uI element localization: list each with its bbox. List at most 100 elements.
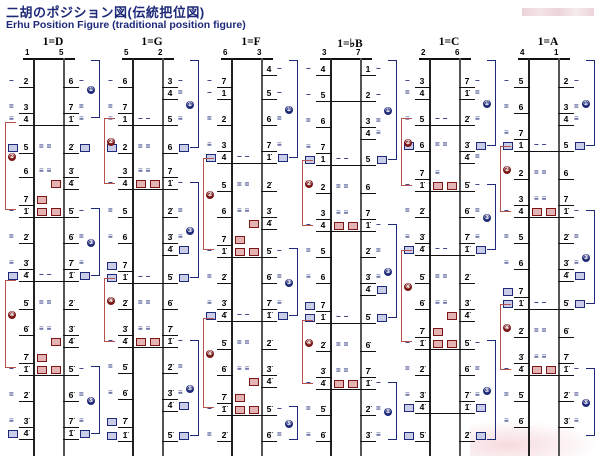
note-underline [118, 309, 134, 310]
left-note: 3̇ [221, 298, 227, 308]
left-note: 5 [419, 114, 425, 124]
finger-mark: − [376, 64, 381, 73]
right-note: 3̇ [365, 272, 371, 282]
note-underline [360, 257, 376, 258]
finger-mark: = [108, 102, 113, 111]
finger-mark: = [9, 232, 14, 241]
finger-mark: = [574, 232, 579, 241]
finger-mark: = [108, 362, 113, 371]
extension-finger-icon [235, 406, 245, 414]
left-note: 7 [122, 260, 128, 270]
finger-mark: ≡ [574, 258, 579, 267]
note-underline [415, 401, 431, 402]
right-note: 1̈ [365, 378, 371, 388]
right-note: 6 [365, 182, 371, 192]
position-line [514, 151, 574, 152]
note-underline [415, 441, 431, 442]
note-underline [514, 401, 530, 402]
right-note: 5̇ [68, 206, 74, 216]
finger-mark: ≡ [574, 114, 579, 123]
right-note: 2̈ [464, 430, 470, 440]
note-underline [316, 127, 332, 128]
extension-finger-icon [334, 380, 344, 388]
little-finger-icon [278, 154, 288, 162]
finger-mark: = [178, 362, 183, 371]
little-finger-icon [377, 286, 387, 294]
little-finger-icon [404, 432, 414, 440]
note-underline [316, 311, 332, 312]
note-underline [316, 219, 332, 220]
little-finger-icon [8, 144, 18, 152]
finger-mark: −− [435, 244, 451, 253]
right-note: 1 [365, 64, 371, 74]
note-underline [316, 75, 332, 76]
finger-mark: = [475, 152, 480, 161]
finger-mark: − [306, 378, 311, 387]
right-note: 2 [563, 76, 569, 86]
little-finger-icon [476, 142, 486, 150]
right-note: 2̇ [365, 246, 371, 256]
position-number-icon: ① [483, 100, 491, 108]
finger-mark: ≡ [574, 416, 579, 425]
note-underline [118, 217, 134, 218]
finger-mark: == [534, 168, 550, 177]
right-note: 1̈ [563, 364, 569, 374]
left-note: 1̇ [419, 180, 425, 190]
extension-finger-icon [447, 312, 457, 320]
extension-finger-icon [37, 354, 47, 362]
note-underline [19, 439, 35, 440]
right-note: 5 [563, 140, 569, 150]
left-note: 2̈ [23, 390, 29, 400]
finger-mark: − [9, 364, 14, 373]
note-underline [316, 153, 332, 154]
left-note: 2 [518, 168, 524, 178]
left-note: 1̇ [320, 312, 326, 322]
finger-mark: = [277, 114, 282, 123]
note-underline [63, 113, 79, 114]
finger-mark: ≡≡ [336, 208, 352, 217]
little-finger-icon [107, 418, 117, 426]
finger-mark: −− [336, 312, 352, 321]
left-note: 2 [122, 142, 128, 152]
note-underline [217, 99, 233, 100]
nut-line [122, 58, 174, 60]
note-underline [558, 269, 574, 270]
right-note: 3̈ [266, 364, 272, 374]
note-underline [360, 441, 376, 442]
position-bracket [190, 182, 199, 278]
left-note: 1̇ [221, 246, 227, 256]
position-number-icon: ⑤ [582, 399, 590, 407]
right-note: 6 [563, 168, 569, 178]
position-number-icon: ⑤ [285, 420, 293, 428]
left-note: 1 [221, 88, 227, 98]
right-note: 2 [365, 90, 371, 100]
note-underline [316, 377, 332, 378]
right-note: 3̇ [266, 206, 272, 216]
note-underline [19, 177, 35, 178]
left-note: 6 [320, 272, 326, 282]
note-underline [459, 163, 475, 164]
left-note: 3 [122, 166, 128, 176]
right-note: 7 [167, 166, 173, 176]
left-note: 6̇ [221, 364, 227, 374]
position-bracket [289, 248, 298, 316]
extension-finger-icon [447, 340, 457, 348]
finger-mark: ≡ [306, 272, 311, 281]
finger-mark: −− [138, 114, 154, 123]
finger-mark: −− [534, 298, 550, 307]
nut-line [23, 58, 75, 60]
right-note: 1̈ [68, 428, 74, 438]
note-underline [118, 153, 134, 154]
right-note: 7 [365, 208, 371, 218]
position-number-icon: ③ [87, 239, 95, 247]
left-note: 6̇ [419, 298, 425, 308]
right-note: 5̇ [167, 272, 173, 282]
finger-mark: − [306, 90, 311, 99]
finger-mark: ≡ [9, 258, 14, 267]
left-note: 1̈ [419, 338, 425, 348]
left-note: 2 [320, 182, 326, 192]
left-note: 3 [221, 140, 227, 150]
left-note: 5̈ [419, 430, 425, 440]
little-finger-icon [476, 246, 486, 254]
finger-mark: == [237, 338, 253, 347]
